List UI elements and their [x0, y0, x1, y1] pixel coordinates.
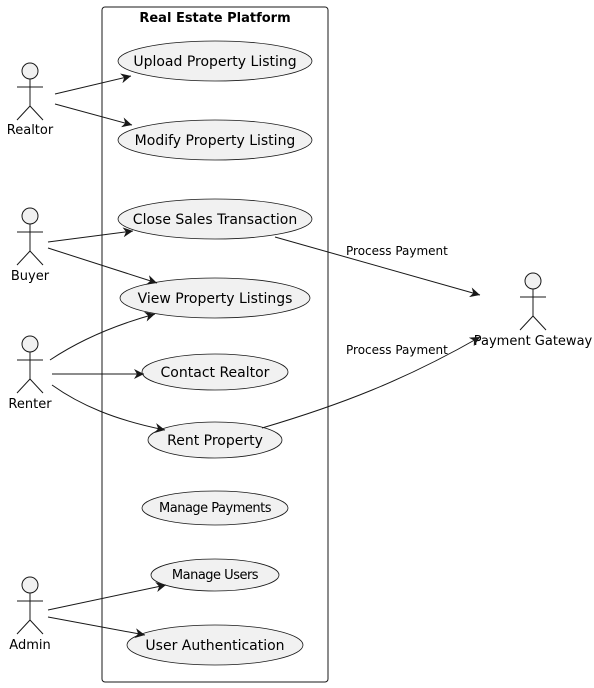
use-case-manage-users[interactable]: Manage Users — [150, 558, 280, 592]
stick-figure-icon — [519, 272, 547, 331]
stick-figure-icon — [16, 576, 44, 635]
system-boundary: Real Estate Platform — [101, 6, 329, 683]
actor-buyer[interactable]: Buyer — [11, 207, 50, 284]
use-case-label: View Property Listings — [138, 291, 293, 307]
actor-label: Renter — [8, 397, 52, 412]
actor-admin[interactable]: Admin — [9, 576, 51, 653]
actor-label: Payment Gateway — [474, 334, 593, 349]
edge-buyer-view — [47, 247, 158, 285]
use-case-manage-payments[interactable]: Manage Payments — [141, 490, 289, 526]
use-case-label: Upload Property Listing — [133, 54, 296, 70]
associations — [47, 73, 481, 639]
system-title: Real Estate Platform — [139, 11, 290, 26]
edge-admin-authentication — [47, 616, 146, 639]
use-case-contact-realtor[interactable]: Contact Realtor — [141, 353, 289, 391]
use-case-close-sales[interactable]: Close Sales Transaction — [117, 198, 313, 240]
actor-realtor[interactable]: Realtor — [7, 62, 54, 138]
stick-figure-icon — [16, 335, 44, 394]
use-case-rent-property[interactable]: Rent Property — [147, 421, 283, 459]
edge-label-process-payment: Process Payment — [346, 244, 448, 258]
edge-realtor-upload — [54, 73, 132, 95]
edge-rent-payment — [261, 336, 481, 429]
edge-label-process-payment: Process Payment — [346, 343, 448, 357]
edge-renter-rent — [51, 384, 166, 433]
use-case-label: Manage Users — [172, 568, 259, 583]
use-case-user-authentication[interactable]: User Authentication — [126, 624, 304, 666]
edge-buyer-close-sales — [47, 227, 134, 243]
use-case-label: Close Sales Transaction — [133, 212, 297, 228]
edge-renter-view — [49, 311, 156, 361]
use-case-view-listings[interactable]: View Property Listings — [119, 277, 311, 319]
stick-figure-icon — [16, 207, 44, 266]
actor-label: Buyer — [11, 269, 50, 284]
edge-realtor-modify — [54, 103, 133, 128]
edge-admin-manage-users — [47, 582, 167, 611]
use-case-label: Manage Payments — [159, 501, 272, 516]
edge-close-sales-payment — [274, 236, 481, 298]
use-case-upload-listing[interactable]: Upload Property Listing — [117, 40, 313, 82]
use-case-label: User Authentication — [145, 638, 284, 654]
use-case-label: Contact Realtor — [161, 365, 270, 381]
use-case-label: Modify Property Listing — [135, 133, 296, 149]
stick-figure-icon — [16, 62, 44, 121]
actor-payment-gateway[interactable]: Payment Gateway — [474, 272, 593, 349]
actor-label: Realtor — [7, 123, 54, 138]
use-case-label: Rent Property — [167, 433, 263, 449]
actor-renter[interactable]: Renter — [8, 335, 52, 412]
actor-label: Admin — [9, 638, 50, 653]
use-case-modify-listing[interactable]: Modify Property Listing — [117, 119, 313, 161]
